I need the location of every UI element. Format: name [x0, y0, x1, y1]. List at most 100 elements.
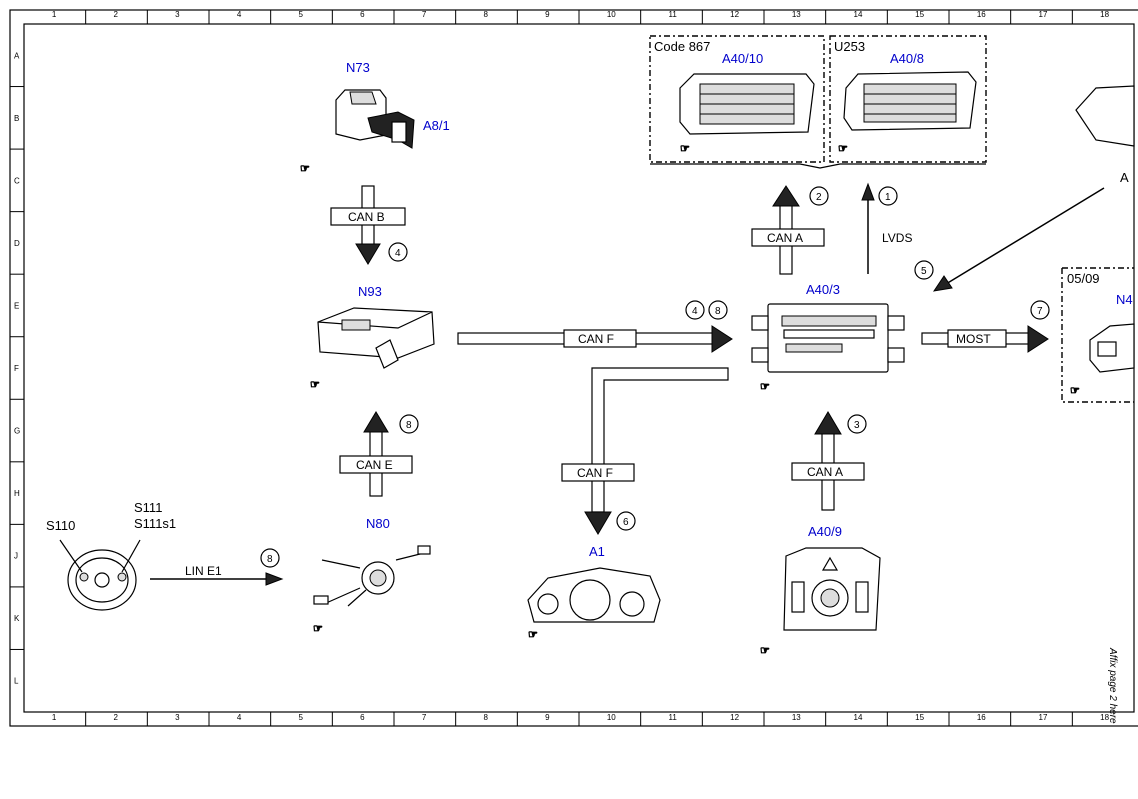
note-icon: ☞ [680, 143, 690, 155]
can-e-link: CAN E 8 [339, 411, 419, 497]
grid-column-label: 16 [977, 713, 986, 722]
callout-8: 8 [715, 306, 721, 317]
grid-column-label: 4 [237, 10, 242, 19]
affix-note: Affix page 2 here [1107, 647, 1118, 724]
can-f-horizontal-link: CAN F 4 8 [457, 300, 733, 353]
note-icon: ☞ [1070, 385, 1080, 397]
n73-label: N73 [346, 60, 370, 75]
callout-4: 4 [692, 306, 698, 317]
note-icon: ☞ [760, 381, 770, 393]
callout-8: 8 [406, 420, 412, 431]
grid-row-label: B [14, 114, 19, 123]
code-867-label: Code 867 [654, 39, 710, 54]
callout-6: 6 [623, 517, 629, 528]
note-icon: ☞ [300, 163, 310, 175]
can-a-label-2: CAN A [807, 465, 843, 479]
grid-column-label: 15 [915, 10, 924, 19]
a-partial-label: A [1120, 170, 1129, 185]
s111-label: S111 [134, 500, 162, 515]
grid-column-label: 17 [1039, 713, 1048, 722]
callout-5: 5 [921, 266, 927, 277]
grid-column-label: 15 [915, 713, 924, 722]
grid-row-label: H [14, 489, 20, 498]
note-icon: ☞ [310, 379, 320, 391]
n93-label: N93 [358, 284, 382, 299]
steering-wheel-switches: S110 S111 S111s1 [46, 500, 176, 611]
can-e-label: CAN E [356, 458, 393, 472]
can-b-label: CAN B [348, 210, 385, 224]
grid-row-label: K [14, 614, 20, 623]
note-icon: ☞ [528, 629, 538, 641]
grid-row-label: A [14, 51, 20, 60]
grid-column-label: 2 [114, 713, 119, 722]
grid-column-label: 12 [730, 10, 739, 19]
callout-1: 1 [885, 192, 891, 203]
s110-label: S110 [46, 518, 75, 533]
note-icon: ☞ [313, 623, 323, 635]
lin-link: LIN E1 8 [150, 548, 284, 586]
can-a-up-link: CAN A 2 [751, 185, 829, 275]
most-label: MOST [956, 332, 991, 346]
grid-column-label: 16 [977, 10, 986, 19]
can-a-lower-link: CAN A 3 [791, 411, 867, 511]
grid-column-label: 5 [299, 713, 304, 722]
grid-column-label: 5 [299, 10, 304, 19]
grid-column-label: 9 [545, 713, 550, 722]
grid-column-label: 11 [669, 10, 678, 19]
grid-column-label: 18 [1100, 10, 1109, 19]
most-link: MOST 7 [921, 300, 1050, 353]
grid-column-label: 7 [422, 10, 427, 19]
grid-column-label: 3 [175, 10, 180, 19]
lin-label: LIN E1 [185, 564, 222, 578]
n73-ignition-switch: N73 A8/1 ☞ [300, 60, 450, 176]
lvds-label: LVDS [882, 231, 912, 245]
grid-column-label: 12 [730, 713, 739, 722]
grid-row-label: G [14, 427, 20, 436]
can-a-label: CAN A [767, 231, 803, 245]
note-icon: ☞ [838, 143, 848, 155]
grid-row-label: L [14, 677, 19, 686]
n80-label: N80 [366, 516, 390, 531]
can-b-link: CAN B 4 [330, 185, 408, 265]
note-icon: ☞ [760, 645, 770, 657]
grid-column-label: 10 [607, 713, 616, 722]
grid-column-label: 14 [854, 10, 863, 19]
n80-steering-column-module: N80 ☞ [313, 516, 431, 636]
date-label: 05/09 [1067, 271, 1100, 286]
callout-4: 4 [395, 248, 401, 259]
grid-column-label: 13 [792, 10, 801, 19]
grid-column-label: 3 [175, 713, 180, 722]
a40-10-label: A40/10 [722, 51, 763, 66]
callout-8: 8 [267, 554, 273, 565]
can-f-label-2: CAN F [577, 466, 613, 480]
lvds-link: LVDS 1 [861, 182, 912, 274]
grid-column-label: 1 [52, 10, 57, 19]
diagram-frame [9, 9, 1138, 727]
a40-3-control-unit: A40/3 ☞ [751, 282, 905, 394]
grid-column-label: 17 [1039, 10, 1048, 19]
grid-column-label: 6 [360, 713, 365, 722]
n4-label: N4 [1116, 292, 1133, 307]
callout-3: 3 [854, 420, 860, 431]
grid-column-label: 7 [422, 713, 427, 722]
a1-instrument-cluster: A1 ☞ [527, 544, 661, 642]
a40-8-label: A40/8 [890, 51, 924, 66]
grid-column-label: 18 [1100, 713, 1109, 722]
grid-column-label: 1 [52, 713, 57, 722]
callout-7: 7 [1037, 306, 1043, 317]
grid-column-label: 2 [114, 10, 119, 19]
a40-9-control-panel: A40/9 ☞ [760, 524, 881, 658]
grid-row-label: J [14, 552, 18, 561]
grid-marks: 1122334455667788991010111112121313141415… [10, 10, 1110, 726]
display-units-group: Code 867 U253 A40/10 A40/8 ☞ ☞ [649, 35, 987, 169]
grid-column-label: 9 [545, 10, 550, 19]
n93-module: N93 ☞ [310, 284, 435, 392]
grid-column-label: 4 [237, 713, 242, 722]
grid-column-label: 11 [669, 713, 678, 722]
grid-row-label: E [14, 301, 19, 310]
a1-label: A1 [589, 544, 605, 559]
a8-1-label: A8/1 [423, 118, 450, 133]
can-f-label: CAN F [578, 332, 614, 346]
callout-2: 2 [816, 192, 822, 203]
